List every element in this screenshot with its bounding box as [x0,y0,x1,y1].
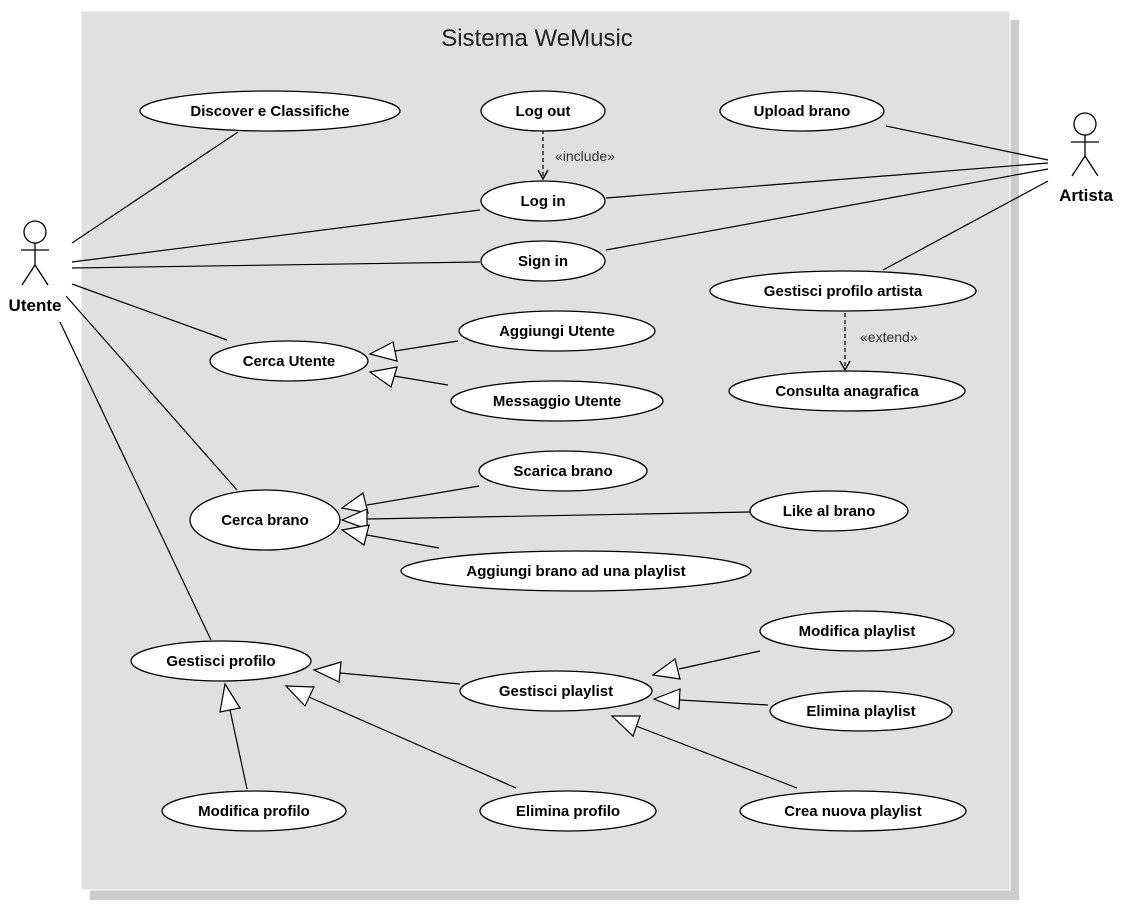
use-case-upload[interactable]: Upload brano [719,90,885,132]
include-label: «include» [555,148,615,164]
extend-label: «extend» [860,329,918,345]
gen-aggiungi-cerca-brano [366,534,440,549]
association-utente-signin [71,261,481,269]
use-case-aggiungi-utente-label: Aggiungi Utente [499,323,615,340]
gen-head-modifica-gestisci-playlist [651,657,681,680]
gen-head-crea-gestisci-playlist [610,715,641,738]
use-case-profilo-artista[interactable]: Gestisci profilo artista [709,270,977,312]
use-case-gestisci-playlist[interactable]: Gestisci playlist [459,670,653,712]
actor-artista[interactable] [1071,112,1099,177]
association-utente-login [71,209,481,263]
use-case-elimina-profilo[interactable]: Elimina profilo [479,790,657,832]
use-case-scarica-brano[interactable]: Scarica brano [478,450,648,492]
use-case-consulta-anagrafica[interactable]: Consulta anagrafica [728,370,966,412]
use-case-aggiungi-playlist-label: Aggiungi brano ad una playlist [466,563,685,580]
use-case-elimina-profilo-label: Elimina profilo [516,803,620,820]
gen-head-elimina-gestisci-playlist [652,688,681,710]
actor-utente[interactable] [21,220,49,286]
use-case-profilo-artista-label: Gestisci profilo artista [764,283,923,300]
association-utente-cerca-utente [71,283,228,341]
gen-messaggio-cerca-utente [393,375,449,386]
use-case-cerca-utente-label: Cerca Utente [243,353,336,370]
gen-head-messaggio-cerca-utente [368,366,398,388]
use-case-cerca-brano[interactable]: Cerca brano [189,489,341,551]
generalizations [219,340,798,790]
use-case-upload-label: Upload brano [754,103,851,120]
actor-artista-label: Artista [1059,186,1113,205]
gen-playlist-gestisci-profilo [339,672,461,685]
use-case-discover[interactable]: Discover e Classifiche [139,90,401,132]
use-case-modifica-playlist[interactable]: Modifica playlist [759,610,955,652]
actor-utente-head [23,220,47,244]
use-case-discover-label: Discover e Classifiche [190,103,349,120]
use-case-consulta-anagrafica-label: Consulta anagrafica [775,383,919,400]
association-utente-cerca-brano [65,295,238,491]
association-artista-login [605,162,1049,199]
use-case-elimina-playlist[interactable]: Elimina playlist [769,690,953,732]
use-case-like-brano[interactable]: Like al brano [749,490,909,532]
use-case-logout[interactable]: Log out [480,90,606,132]
use-case-gestisci-profilo-label: Gestisci profilo [166,653,275,670]
use-case-modifica-profilo-label: Modifica profilo [198,803,310,820]
use-case-messaggio-utente-label: Messaggio Utente [493,393,621,410]
artista-associations [605,125,1049,271]
use-case-signin[interactable]: Sign in [480,240,606,282]
gen-modifica-profilo-gestisci-profilo [229,709,248,790]
gen-head-aggiungi-cerca-brano [340,524,370,546]
gen-elimina-gestisci-playlist [679,699,769,706]
gen-head-playlist-gestisci-profilo [312,661,342,683]
use-case-login-label: Log in [521,193,566,210]
association-artista-upload [885,125,1049,161]
gen-head-scarica-cerca-brano [340,491,369,514]
use-case-cerca-utente[interactable]: Cerca Utente [209,340,369,382]
use-case-crea-playlist[interactable]: Crea nuova playlist [739,790,967,832]
gen-head-like-cerca-brano [340,508,368,530]
gen-crea-gestisci-playlist [635,725,798,789]
use-case-messaggio-utente[interactable]: Messaggio Utente [450,380,664,422]
gen-scarica-cerca-brano [366,485,480,506]
association-artista-signin [605,168,1049,251]
system-title: Sistema WeMusic [441,25,633,52]
gen-head-modifica-profilo-gestisci-profilo [219,682,241,713]
gen-elimina-profilo-gestisci-profilo [308,696,517,789]
gen-head-aggiungi-cerca-utente [368,341,398,362]
gen-modifica-gestisci-playlist [678,650,761,670]
association-utente-gestisci-profilo [59,321,212,641]
association-utente-discover [71,131,239,244]
actor-artista-head [1073,112,1097,136]
use-case-scarica-brano-label: Scarica brano [513,463,612,480]
gen-like-cerca-brano [366,511,751,520]
utente-associations [59,131,481,641]
gen-aggiungi-cerca-utente [394,340,459,352]
use-case-gestisci-playlist-label: Gestisci playlist [499,683,613,700]
use-case-signin-label: Sign in [518,253,568,270]
use-case-cerca-brano-label: Cerca brano [221,512,309,529]
use-case-aggiungi-utente[interactable]: Aggiungi Utente [458,310,656,352]
actor-utente-label: Utente [9,296,62,315]
use-case-login[interactable]: Log in [480,180,606,222]
use-case-modifica-profilo[interactable]: Modifica profilo [161,790,347,832]
use-case-gestisci-profilo[interactable]: Gestisci profilo [130,640,312,682]
system-boundary [80,10,1011,891]
use-case-elimina-playlist-label: Elimina playlist [806,703,915,720]
association-artista-profilo [882,180,1049,271]
use-case-modifica-playlist-label: Modifica playlist [799,623,916,640]
use-case-crea-playlist-label: Crea nuova playlist [784,803,922,820]
use-case-like-brano-label: Like al brano [783,503,876,520]
use-case-aggiungi-playlist[interactable]: Aggiungi brano ad una playlist [400,550,752,592]
gen-head-elimina-profilo-gestisci-profilo [284,685,315,708]
use-case-logout-label: Log out [516,103,571,120]
